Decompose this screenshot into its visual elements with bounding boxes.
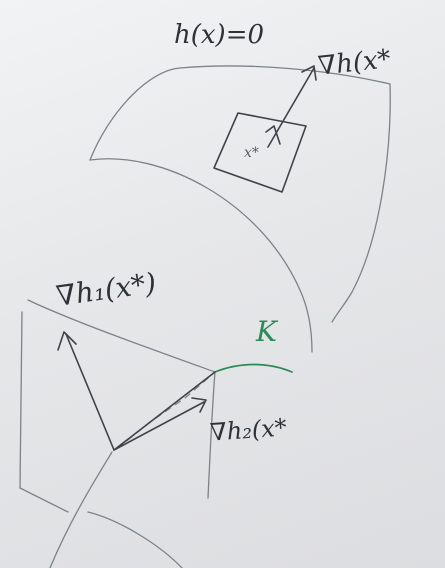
grad-h-label: ∇h(x* <box>316 44 393 82</box>
set-k-curve <box>214 363 293 373</box>
lower-surface-2-bottom <box>87 511 183 568</box>
surface-right-edge <box>331 83 391 323</box>
lower-surface-2-edge <box>207 371 216 499</box>
grad-h2-arrow-head <box>191 397 207 413</box>
grad-h-arrow-shaft <box>267 67 315 148</box>
surface-top-edge <box>89 65 391 161</box>
base-connector <box>113 371 216 451</box>
intersection-dashed-line <box>117 371 216 449</box>
grad-h-arrow-head <box>301 65 317 81</box>
constraint-equation-label: h(x)=0 <box>174 20 265 50</box>
lower-surface-2-curve <box>49 451 113 568</box>
surface-left-edge <box>89 158 313 353</box>
right-angle-mark <box>265 125 281 145</box>
tangent-patch <box>213 112 307 193</box>
set-k-label: K <box>256 315 277 348</box>
grad-h1-arrow-head <box>57 331 77 351</box>
lower-surface-1-edge <box>27 299 216 373</box>
point-x-star-label: x* <box>244 145 259 161</box>
grad-h1-arrow-shaft <box>65 333 115 451</box>
grad-h2-arrow-shaft <box>113 401 205 451</box>
lower-surface-1-left <box>19 311 69 513</box>
grad-h2-label: ∇h₂(x* <box>209 413 288 447</box>
